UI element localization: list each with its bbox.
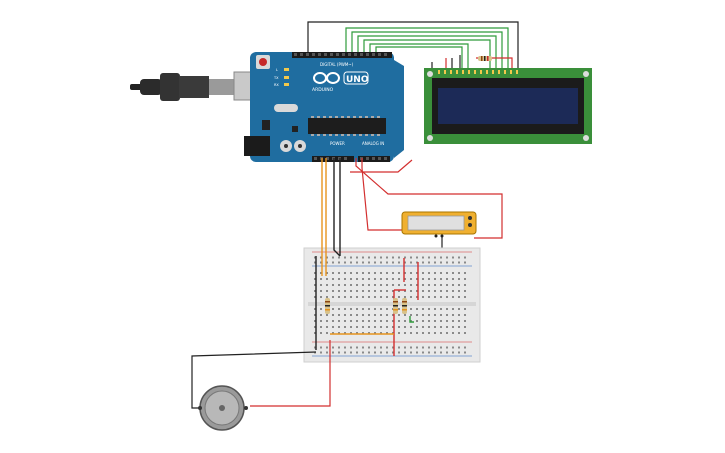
lcd-16x2-display[interactable]: [424, 68, 592, 144]
arduino-uno-board[interactable]: DIGITAL (PWM~) UNO ARDUINO L TX RX: [244, 52, 404, 162]
sensor-wires[interactable]: [350, 158, 503, 256]
led-rx-indicator: [284, 83, 289, 86]
reset-button-cap[interactable]: [259, 58, 267, 66]
tx-label: TX: [273, 76, 279, 80]
power-label: POWER: [330, 141, 345, 146]
rx-label: RX: [274, 83, 279, 87]
resistor[interactable]: [393, 298, 398, 314]
led-l-indicator: [284, 68, 289, 71]
resistor[interactable]: [325, 298, 330, 314]
piezo-buzzer[interactable]: [198, 385, 248, 431]
brand-label: ARDUINO: [312, 87, 334, 93]
l-label: L: [276, 68, 278, 72]
temperature-sensor[interactable]: [401, 211, 477, 238]
atmega-chip: [308, 118, 386, 134]
buzzer-negative-pin[interactable]: [198, 406, 202, 410]
buzzer-positive-pin[interactable]: [244, 406, 248, 410]
resistor[interactable]: [402, 298, 407, 314]
crystal: [274, 104, 298, 112]
led-tx-indicator: [284, 76, 289, 79]
breadboard[interactable]: [303, 247, 481, 363]
lcd-backlight-resistor[interactable]: [478, 56, 492, 61]
arduino-logo: [313, 72, 340, 84]
lcd-screen: [438, 88, 578, 124]
usb-cable[interactable]: [130, 71, 265, 101]
lcd-wire-bundle[interactable]: [307, 21, 519, 70]
analog-label: ANALOG IN: [362, 141, 384, 146]
model-label: UNO: [346, 75, 369, 85]
power-jack[interactable]: [244, 136, 270, 156]
digital-label: DIGITAL (PWM~): [320, 62, 354, 67]
